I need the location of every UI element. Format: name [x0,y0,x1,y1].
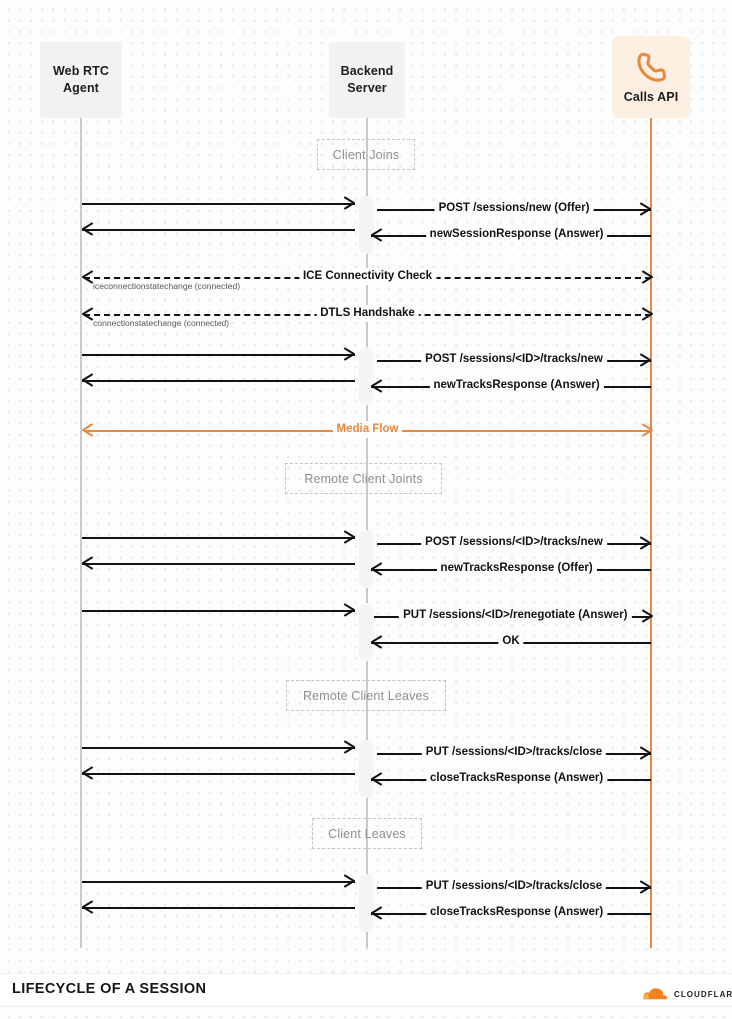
arrow-right-icon [343,196,357,210]
message-line [82,537,355,539]
arrow-right-icon [641,307,655,321]
arrow-right-icon [343,874,357,888]
arrow-left-icon [80,373,94,387]
activation-bar [359,530,374,588]
fragment-client-joins: Client Joins [317,139,415,170]
actor-webrtc-agent[interactable]: Web RTC Agent [40,42,122,118]
actor-backend-server-label: Backend Server [340,64,394,95]
lifeline-calls-api [650,118,652,948]
arrow-right-icon [641,270,655,284]
footer-divider-top [0,973,732,974]
arrow-left-icon [80,556,94,570]
message-m26-label: closeTracksResponse (Answer) [425,904,608,921]
actor-backend-server[interactable]: Backend Server [329,42,405,118]
fragment-remote-client-leaves-label: Remote Client Leaves [303,688,429,703]
message-m05-label: ICE Connectivity Check [298,268,437,285]
arrow-right-icon [641,609,655,623]
arrow-left-icon [80,423,94,437]
message-m18-label: OK [498,633,524,650]
activation-bar [359,740,374,798]
arrow-left-icon [369,635,383,649]
actor-calls-api[interactable]: Calls API [612,36,690,118]
message-m06-label: DTLS Handshake [316,305,419,322]
arrow-right-icon [639,202,653,216]
message-line [82,563,355,565]
message-line [82,747,355,749]
actor-calls-api-label: Calls API [623,89,679,104]
activation-bar [359,874,374,932]
fragment-client-leaves: Client Leaves [312,818,422,849]
message-m22-label: closeTracksResponse (Answer) [425,770,608,787]
message-line [82,773,355,775]
message-line [82,380,355,382]
message-line [82,610,355,612]
arrow-right-icon [343,347,357,361]
message-m20-label: PUT /sessions/<ID>/tracks/close [421,744,607,761]
arrow-right-icon [639,746,653,760]
arrow-left-icon [369,228,383,242]
arrow-right-icon [639,353,653,367]
arrow-right-icon [639,880,653,894]
message-m04-label: newSessionResponse (Answer) [425,226,608,243]
message-line [82,907,355,909]
arrow-right-icon [343,740,357,754]
fragment-client-leaves-label: Client Leaves [328,826,406,841]
arrow-right-icon [343,603,357,617]
message-m02-label: POST /sessions/new (Offer) [434,200,594,217]
message-line [82,881,355,883]
arrow-left-icon [80,900,94,914]
cloudflare-logo: CLOUDFLARE [641,986,732,1002]
cloud-icon [641,986,669,1002]
arrow-left-icon [369,562,383,576]
lifeline-webrtc-agent [80,118,82,948]
brand-name: CLOUDFLARE [674,989,732,999]
message-line [82,203,355,205]
message-m24-label: PUT /sessions/<ID>/tracks/close [421,878,607,895]
activation-bar [359,347,374,405]
arrow-left-icon [80,222,94,236]
message-m05-sublabel: iceconnectionstatechange (connected) [93,281,241,291]
arrow-left-icon [80,307,94,321]
activation-bar [359,603,374,661]
footer-divider-bottom [0,1006,732,1007]
message-m11-label: Media Flow [332,421,403,438]
message-m17-label: PUT /sessions/<ID>/renegotiate (Answer) [399,607,632,624]
actor-webrtc-agent-label: Web RTC Agent [52,64,110,95]
message-m13-label: POST /sessions/<ID>/tracks/new [421,534,607,551]
message-line [82,229,355,231]
activation-bar [359,196,374,254]
message-m08-label: POST /sessions/<ID>/tracks/new [421,351,607,368]
footer-band [0,973,732,1006]
arrow-left-icon [369,906,383,920]
arrow-left-icon [369,379,383,393]
fragment-remote-client-joints-label: Remote Client Joints [304,471,423,486]
arrow-right-icon [641,423,655,437]
page-title: LIFECYCLE OF A SESSION [12,981,207,997]
fragment-remote-client-leaves: Remote Client Leaves [286,680,446,711]
phone-icon [632,49,670,87]
fragment-remote-client-joints: Remote Client Joints [285,463,442,494]
message-m15-label: newTracksResponse (Offer) [436,560,597,577]
message-m06-sublabel: connectionstatechange (connected) [93,318,230,328]
arrow-right-icon [343,530,357,544]
message-m10-label: newTracksResponse (Answer) [429,377,604,394]
arrow-right-icon [639,536,653,550]
message-line [82,354,355,356]
arrow-left-icon [80,766,94,780]
arrow-left-icon [80,270,94,284]
arrow-left-icon [369,772,383,786]
fragment-client-joins-label: Client Joins [332,147,400,162]
